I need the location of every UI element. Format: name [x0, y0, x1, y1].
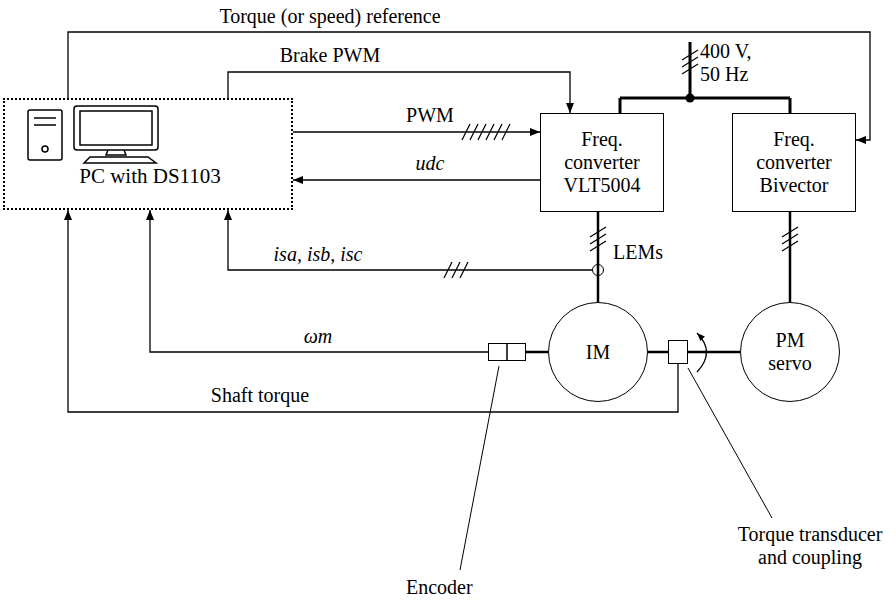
connector — [293, 179, 540, 180]
signal-label: isa, isb, isc — [271, 243, 366, 266]
node-label: PM servo — [758, 329, 822, 375]
encoder-box: Encoder — [488, 343, 526, 361]
text-holder: Encoder — [406, 576, 473, 599]
connector — [789, 212, 792, 302]
node-label: PC with DS1103 — [5, 164, 295, 188]
drive-slot — [34, 117, 56, 119]
text-holder: LEMs — [613, 241, 663, 264]
connector — [293, 131, 540, 132]
supply-wire — [789, 98, 792, 113]
supply-wire — [620, 97, 790, 100]
node-label: LEMs — [613, 241, 663, 264]
text-holder: Torque transducer and coupling — [729, 523, 891, 569]
drive-slot — [34, 124, 56, 126]
signal-label: Brake PWM — [277, 44, 384, 67]
supply-label: 400 V, 50 Hz — [700, 40, 774, 86]
connector — [150, 210, 488, 352]
signal-label: udc — [413, 152, 448, 175]
connector — [228, 72, 570, 113]
junction-dot — [686, 94, 695, 103]
signal-label: Torque (or speed) reference — [216, 5, 443, 28]
text-holder: PC with DS1103 — [5, 164, 295, 188]
motor-circle: IM — [548, 302, 648, 402]
leader-line — [460, 366, 499, 570]
computer-box: PC with DS1103 — [3, 98, 293, 210]
phase-slash — [682, 64, 698, 74]
connector — [597, 212, 600, 302]
motor-circle: PM servo — [740, 302, 840, 402]
converter-box: Freq. converter Bivector — [732, 113, 856, 212]
connector — [648, 351, 668, 354]
current-sensor: LEMs — [592, 264, 604, 276]
signal-label: ωm — [301, 325, 336, 348]
signal-label: PWM — [403, 104, 457, 127]
node-label: Freq. converter Bivector — [733, 128, 855, 197]
monitor-stand — [106, 150, 126, 155]
converter-box: Freq. converter VLT5004 — [540, 113, 664, 212]
pc-screen — [80, 111, 152, 145]
supply-wire — [619, 98, 622, 113]
pc-icon — [28, 106, 158, 163]
node-label: Torque transducer and coupling — [729, 523, 891, 569]
node-label: Encoder — [406, 576, 473, 599]
signal-label: Shaft torque — [208, 384, 312, 407]
pc-monitor — [74, 106, 158, 150]
pc-tower — [28, 110, 62, 160]
connector — [688, 351, 740, 354]
transducer-box: Torque transducer and coupling — [668, 340, 688, 364]
connector — [526, 351, 548, 354]
node-label: IM — [586, 341, 610, 364]
connector — [228, 210, 592, 270]
connector — [68, 210, 678, 412]
power-button — [42, 146, 48, 152]
node-label: Freq. converter VLT5004 — [541, 128, 663, 197]
encoder-divider — [506, 343, 508, 361]
pc-keyboard — [84, 157, 156, 163]
